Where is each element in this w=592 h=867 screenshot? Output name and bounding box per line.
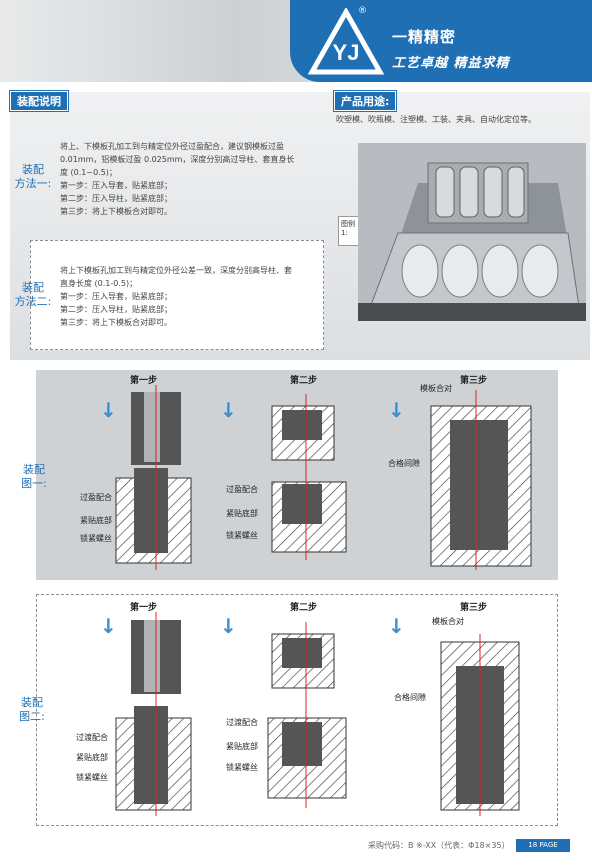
d2-arrow2-icon: ↓ [220,614,237,638]
method1-desc-1: 将上、下模板孔加工到与精定位外径过盈配合，建议钢模板过盈 [60,142,284,151]
d1-s2-a: 过盈配合 [226,485,258,494]
d1-step2: 第二步 [290,376,318,386]
method2-step2: 第二步：压入导柱，贴紧底部； [60,305,172,314]
method1-desc-3: 度 (0.1~0.5)； [60,168,117,177]
diagram2-panel [36,594,558,826]
method1-desc-2: 0.01mm，铝模板过盈 0.025mm，深度分别高过导柱、套直身长 [60,155,295,164]
method2-step3: 第三步：将上下模板合对即可。 [60,318,172,327]
logo-icon: YJ [308,8,384,75]
diagram2-label: 装配 图二: [12,696,52,724]
usage-tag: 产品用途: [334,91,397,111]
registered-mark: ® [358,6,367,16]
method1-step2: 第二步：压入导柱，贴紧底部； [60,194,172,203]
d2-s1-a: 过渡配合 [76,733,108,742]
method2-label-line1: 装配 [22,281,44,294]
d1-s1-c: 锁紧螺丝 [80,534,112,543]
d1-s1-b: 紧贴底部 [80,516,112,525]
d1-step3: 第三步 [460,376,488,386]
diagram2-label-line1: 装配 [21,696,43,709]
d2-step2: 第二步 [290,603,318,613]
d1-arrow1-icon: ↓ [100,398,117,422]
method2-desc-2: 直身长度 (0.1-0.5)； [60,279,138,288]
method1-label: 装配 方法一: [10,163,56,191]
brand-title: 一精精密 [392,28,457,46]
d2-s3-gap: 合格间隙 [394,693,426,702]
brand-slogan: 工艺卓越 精益求精 [392,56,510,71]
method1-step1: 第一步：压入导套，贴紧底部； [60,181,172,190]
d2-s2-a: 过渡配合 [226,718,258,727]
method1-label-line1: 装配 [22,163,44,176]
mold-image [358,143,586,321]
d2-s1-b: 紧贴底部 [76,753,108,762]
method2-step1: 第一步：压入导套，贴紧底部； [60,292,172,301]
method1-text: 将上、下模板孔加工到与精定位外径过盈配合，建议钢模板过盈 0.01mm，铝模板过… [60,140,330,218]
d2-s2-b: 紧贴底部 [226,742,258,751]
d1-s2-b: 紧贴底部 [226,509,258,518]
d1-step1: 第一步 [130,376,158,386]
method2-desc-1: 将上下模板孔加工到与精定位外径公差一致，深度分别高导柱、套 [60,266,292,275]
method2-text: 将上下模板孔加工到与精定位外径公差一致，深度分别高导柱、套 直身长度 (0.1-… [60,264,320,329]
assembly-tag: 装配说明 [10,91,68,111]
diagram1-drawing [115,385,532,570]
d2-s1-c: 锁紧螺丝 [76,773,108,782]
diagram2-drawing [115,612,520,816]
usage-text: 吹塑模、吹瓶模、注塑模、工装、夹具、自动化定位等。 [336,115,536,124]
d1-s1-a: 过盈配合 [80,493,112,502]
diagram1-label: 装配 图一: [14,463,54,491]
method1-label-line2: 方法一: [14,177,52,190]
method2-label: 装配 方法二: [10,281,56,309]
d1-s2-c: 锁紧螺丝 [226,531,258,540]
product-photo [358,143,586,321]
d1-s3-top: 模板合对 [420,384,452,393]
brand-banner: YJ ® [290,0,592,82]
diagram2-label-line2: 图二: [19,710,45,723]
d2-s3-top: 模板合对 [432,617,464,626]
diagram1-label-line2: 图一: [21,477,47,490]
d1-arrow3-icon: ↓ [388,398,405,422]
d2-step1: 第一步 [130,603,158,613]
d2-step3: 第三步 [460,603,488,613]
svg-text:YJ: YJ [333,40,360,65]
diagram1-label-line1: 装配 [23,463,45,476]
method1-step3: 第三步：将上下模板合对即可。 [60,207,172,216]
d1-s3-gap: 合格间隙 [388,459,420,468]
page-number: 18 PAGE [516,839,570,852]
d2-arrow3-icon: ↓ [388,614,405,638]
d2-s2-c: 锁紧螺丝 [226,763,258,772]
d2-arrow1-icon: ↓ [100,614,117,638]
purchase-code: 采购代码：B ※-XX（代表：Φ18×35） [368,841,510,850]
d1-arrow2-icon: ↓ [220,398,237,422]
method2-label-line2: 方法二: [14,295,52,308]
method2-box [30,240,324,350]
